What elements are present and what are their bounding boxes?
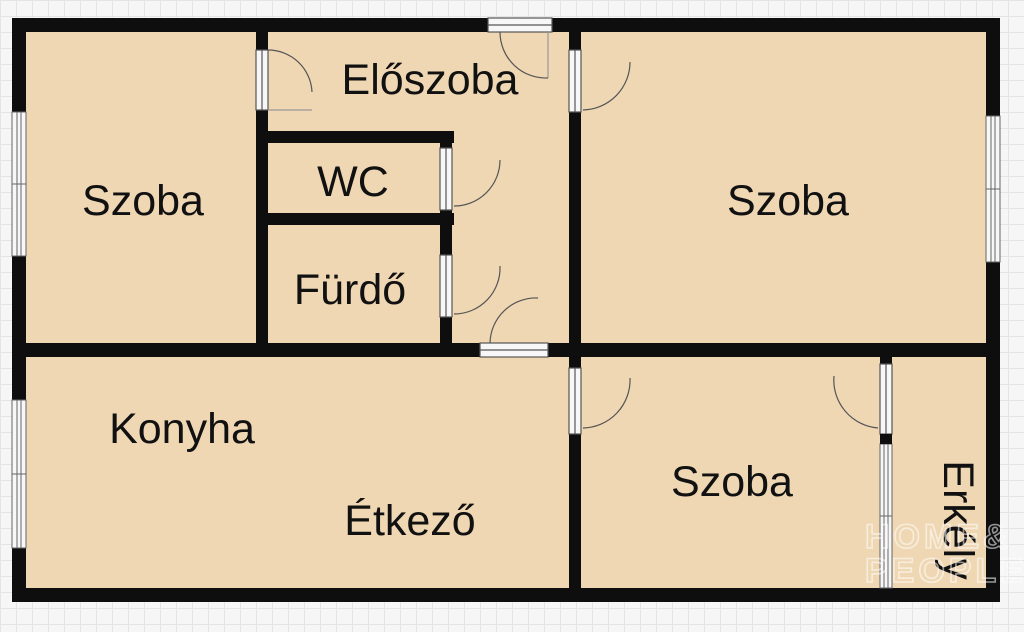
- window-balcony-door: [879, 443, 893, 589]
- watermark-tagline: INGATLANIRODA: [868, 604, 930, 610]
- door-room-left: [255, 49, 313, 111]
- wall-wc-top: [256, 131, 454, 143]
- label-room-left: Szoba: [82, 177, 204, 225]
- door-room-right: [568, 49, 631, 113]
- floor-kitchen: [22, 352, 574, 592]
- label-balcony: Erkély: [934, 460, 982, 580]
- floor-room-right: [580, 30, 990, 348]
- label-kitchen: Konyha: [109, 405, 255, 453]
- label-room-right: Szoba: [727, 177, 849, 225]
- door-wc: [439, 147, 501, 211]
- watermark-line2: PEOPLE: [865, 552, 1024, 590]
- label-hallway: Előszoba: [342, 56, 519, 104]
- door-kitchen: [479, 297, 549, 358]
- window-room-right: [985, 115, 1001, 263]
- wall-wc-bottom: [256, 213, 454, 225]
- floor-room-bottom: [580, 352, 885, 592]
- wall-bottom: [12, 588, 1000, 602]
- label-bathroom: Fürdő: [294, 266, 406, 314]
- label-dining: Étkező: [344, 497, 475, 545]
- watermark-logo: HOME& PEOPLE INGATLANIRODA: [864, 517, 1024, 610]
- door-room-bottom: [568, 367, 631, 435]
- floor-room-left: [22, 30, 262, 348]
- wall-right: [986, 18, 1000, 602]
- watermark-line1: HOME&: [865, 518, 1012, 556]
- window-kitchen: [11, 399, 27, 549]
- label-wc: WC: [317, 158, 389, 206]
- floor-balcony: [890, 352, 990, 592]
- doors: [255, 17, 893, 435]
- room-floors: [22, 30, 990, 592]
- wall-hall-right: [569, 18, 581, 602]
- door-bathroom: [439, 254, 501, 318]
- windows: [11, 111, 1001, 589]
- door-entrance: [487, 17, 553, 79]
- label-room-bottom: Szoba: [671, 458, 793, 506]
- window-room-left: [11, 111, 27, 257]
- floor-hallway: [266, 30, 576, 348]
- balcony-pillar: [880, 434, 892, 444]
